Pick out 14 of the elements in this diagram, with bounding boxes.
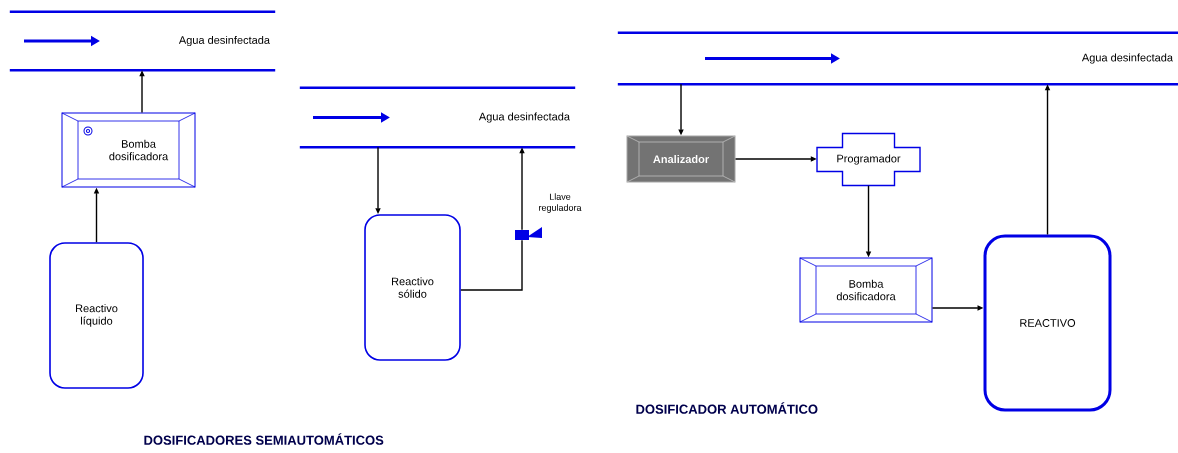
- valve-label: Llave reguladora: [539, 193, 582, 213]
- section-title: DOSIFICADORES SEMIAUTOMÁTICOS: [144, 433, 384, 445]
- pump-box: Bomba dosificadora: [61, 112, 196, 188]
- pipe-band: Agua desinfectada: [298, 86, 577, 149]
- pipe-band: Agua desinfectada: [8, 10, 277, 72]
- section-title: DOSIFICADOR AUTOMÁTICO: [636, 402, 818, 414]
- analyzer-box: Analizador: [626, 135, 736, 183]
- pump-box: Bomba dosificadora: [799, 257, 933, 323]
- programmer-box: Programador: [816, 132, 921, 187]
- valve: [515, 227, 542, 240]
- tank: Reactivo sólido: [364, 214, 461, 361]
- pipe-band: Agua desinfectada: [616, 31, 1178, 86]
- tank: Reactivo líquido: [49, 242, 144, 389]
- tank: REACTIVO: [983, 234, 1112, 412]
